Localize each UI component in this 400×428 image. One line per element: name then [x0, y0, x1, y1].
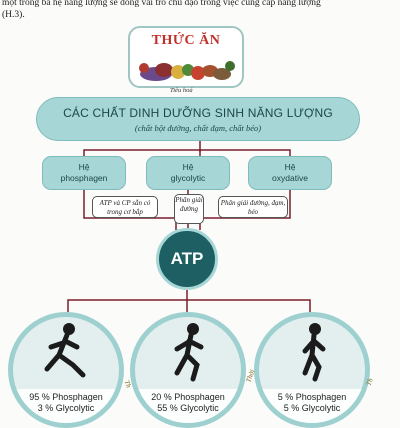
ratio-3-glycolytic: 5 % Glycolytic — [283, 403, 341, 413]
intro-line-1: một trong ba hệ năng lượng sẽ đóng vai t… — [2, 0, 321, 8]
intro-line-2: (H.3). — [2, 10, 25, 20]
ratio-2-glycolytic: 55 % Glycolytic — [157, 403, 219, 413]
ratio-band-1: 95 % Phosphagen 3 % Glycolytic — [13, 389, 119, 423]
note-full-breakdown: Phân giải đường, đạm, béo — [218, 196, 288, 218]
nutrients-title: CÁC CHẤT DINH DƯỠNG SINH NĂNG LƯỢNG — [63, 106, 333, 120]
ratio-3-phosphagen: 5 % Phosphagen — [277, 392, 347, 402]
ratio-1-glycolytic: 3 % Glycolytic — [37, 403, 95, 413]
system-phosphagen-line2: phosphagen — [60, 173, 108, 183]
atp-circle: ATP — [156, 228, 218, 290]
connector-systems — [83, 149, 291, 156]
activity-circle-2: 20 % Phosphagen 55 % Glycolytic — [130, 312, 246, 428]
intro-paragraph: một trong ba hệ năng lượng sẽ đóng vai t… — [2, 0, 398, 21]
food-box: THỨC ĂN — [128, 26, 244, 88]
runner-figure — [302, 323, 326, 382]
note-atp-cp: ATP và CP sẵn có trong cơ bắp — [92, 196, 158, 218]
nutrients-box: CÁC CHẤT DINH DƯỠNG SINH NĂNG LƯỢNG (chấ… — [36, 97, 360, 141]
system-glycolytic-line1: Hệ — [182, 162, 194, 172]
nutrients-subtitle: (chất bột đường, chất đạm, chất béo) — [134, 123, 262, 133]
runner-figure — [174, 323, 204, 382]
system-phosphagen-line1: Hệ — [78, 162, 90, 172]
ratio-2-phosphagen: 20 % Phosphagen — [151, 392, 225, 402]
system-phosphagen: Hệ phosphagen — [42, 156, 126, 190]
food-image — [139, 61, 235, 81]
note-sugar-breakdown: Phân giải đường — [174, 194, 204, 224]
connector-right-atp — [199, 190, 291, 230]
food-title: THỨC ĂN — [151, 33, 221, 48]
activity-circle-1: 95 % Phosphagen 3 % Glycolytic — [8, 312, 124, 428]
connector-left-atp — [83, 190, 177, 230]
ratio-band-2: 20 % Phosphagen 55 % Glycolytic — [135, 389, 241, 423]
system-glycolytic: Hệ glycolytic — [146, 156, 230, 190]
system-glycolytic-line2: glycolytic — [170, 173, 206, 183]
ratio-band-3: 5 % Phosphagen 5 % Glycolytic — [259, 389, 365, 423]
system-oxydative: Hệ oxydative — [248, 156, 332, 190]
system-oxydative-line2: oxydative — [272, 173, 308, 183]
connector-activities — [67, 299, 311, 312]
system-oxydative-line1: Hệ — [284, 162, 296, 172]
runner-figure — [44, 323, 86, 378]
activity-circle-3: 5 % Phosphagen 5 % Glycolytic — [254, 312, 370, 428]
ratio-1-phosphagen: 95 % Phosphagen — [29, 392, 103, 402]
digestion-label: Tiêu hoá — [170, 87, 193, 94]
